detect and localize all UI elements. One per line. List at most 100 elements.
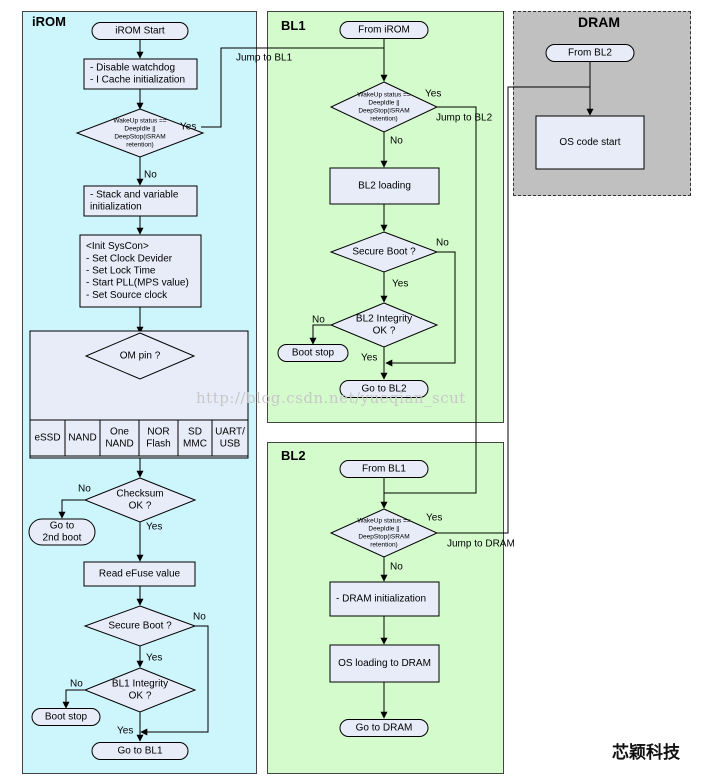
from-bl2-terminator: From BL2 — [545, 44, 635, 62]
bl2-wakeup-no-label: No — [390, 562, 403, 573]
bl2-wakeup-decision-text-line: retention) — [370, 541, 397, 548]
read-efuse-box-text: Read eFuse value — [99, 569, 181, 580]
from-bl2-terminator-text: From BL2 — [568, 48, 612, 59]
os-code-start-box-text: OS code start — [559, 137, 620, 148]
checksum-no-label: No — [78, 484, 91, 495]
init-syscon-box-line: - Set Lock Time — [86, 266, 156, 277]
bl1-secure-yes-label: Yes — [392, 279, 408, 290]
dram-init-box: - DRAM initialization — [329, 581, 440, 617]
boot-device-3-text: NOR Flash — [146, 426, 170, 449]
from-bl1-terminator: From BL1 — [339, 460, 429, 478]
bl1-wakeup-decision-text-line: DeepStop(iSRAM — [358, 107, 409, 114]
bl1-wakeup-no-label: No — [390, 136, 403, 147]
stack-init-box-line: - Stack and variable — [90, 189, 179, 200]
bl1-integrity-yes-label: Yes — [117, 726, 133, 737]
goto-bl2-terminator-text: Go to BL2 — [361, 384, 406, 395]
irom-boot-stop-terminator-text: Boot stop — [45, 712, 88, 723]
irom-lane-title: iROM — [32, 14, 66, 29]
boot-device-4-text-line: SD — [188, 426, 202, 437]
from-bl2-terminator-text-line: From BL2 — [568, 48, 612, 59]
boot-device-0-text-line: eSSD — [34, 433, 60, 444]
bl1-lane-title: BL1 — [281, 18, 306, 33]
bl2-loading-box: BL2 loading — [329, 167, 440, 205]
from-irom-terminator: From iROM — [339, 21, 429, 39]
bl1-wakeup-decision-text-line: DeepIdle || — [368, 100, 400, 107]
boot-device-5-text-line: USB — [220, 439, 241, 450]
irom-secure-boot-decision-text: Secure Boot ? — [108, 621, 172, 632]
bl1-integrity-decision-text-line: OK ? — [129, 691, 152, 702]
irom-start-terminator: iROM Start — [91, 22, 189, 40]
goto-bl1-terminator: Go to BL1 — [91, 742, 189, 760]
bl2-wakeup-yes-label: Yes — [426, 513, 442, 524]
os-loading-box: OS loading to DRAM — [329, 644, 440, 683]
goto-bl2-terminator: Go to BL2 — [339, 380, 429, 398]
edge-jump-dram — [437, 86, 590, 534]
os-loading-box-text: OS loading to DRAM — [338, 658, 431, 669]
bl2-loading-box-text: BL2 loading — [358, 181, 411, 192]
disable-watchdog-box: - Disable watchdog - I Cache initializati… — [83, 58, 198, 90]
irom-wakeup-no-label: No — [144, 170, 157, 181]
dram-init-box-line: - DRAM initialization — [336, 594, 426, 605]
bl2-integrity-decision: BL2 Integrity OK ? — [329, 302, 439, 348]
bl1-wakeup-decision: WakeUp status ==DeepIdle ||DeepStop(iSRA… — [329, 81, 439, 133]
init-syscon-box: <Init SysCon>- Set Clock Devider- Set Lo… — [79, 234, 202, 308]
read-efuse-box: Read eFuse value — [83, 561, 196, 587]
boot-device-1-text-line: NAND — [68, 433, 96, 444]
irom-wakeup-yes-label: Yes — [180, 122, 196, 133]
bl1-integrity-decision: BL1 Integrity OK ? — [83, 667, 197, 713]
irom-wakeup-decision-text-line: WakeUp status == — [113, 118, 166, 125]
bl1-boot-stop-terminator-text: Boot stop — [292, 348, 335, 359]
bl1-secure-boot-decision-text: Secure Boot ? — [352, 247, 416, 258]
dram-lane-title: DRAM — [578, 14, 620, 30]
init-syscon-box-line: - Set Clock Devider — [86, 253, 173, 264]
om-pin-decision-text: OM pin ? — [120, 351, 161, 362]
edge-bl1-secure-no — [385, 251, 456, 367]
bl1-boot-stop-terminator-text-line: Boot stop — [292, 348, 335, 359]
jump-to-dram-label: Jump to DRAM — [447, 539, 515, 550]
irom-wakeup-decision-text-line: retention) — [126, 141, 153, 148]
bl2-integrity-yes-label: Yes — [361, 353, 377, 364]
edge-jump-bl2 — [384, 106, 477, 494]
bl1-integrity-decision-text: BL1 Integrity OK ? — [112, 678, 168, 701]
bl1-wakeup-decision-text: WakeUp status ==DeepIdle ||DeepStop(iSRA… — [357, 92, 410, 123]
goto-2nd-boot-terminator-text-line: Go to — [50, 520, 75, 531]
bl2-integrity-decision-text-line: OK ? — [373, 326, 396, 337]
boot-device-3-text-line: NOR — [147, 426, 169, 437]
irom-wakeup-decision-text: WakeUp status ==DeepIdle ||DeepStop(iSRA… — [113, 118, 166, 149]
bl2-lane-title: BL2 — [281, 448, 306, 463]
boot-device-1-text: NAND — [68, 433, 96, 444]
bl1-integrity-decision-text-line: BL1 Integrity — [112, 678, 168, 689]
irom-wakeup-decision: WakeUp status ==DeepIdle ||DeepStop(iSRA… — [75, 108, 205, 158]
os-code-start-box-text-line: OS code start — [559, 137, 620, 148]
irom-secure-no-label: No — [193, 612, 206, 623]
bl2-wakeup-decision-text-line: DeepStop(iSRAM — [358, 533, 409, 540]
from-irom-terminator-text-line: From iROM — [358, 25, 410, 36]
checksum-yes-label: Yes — [146, 522, 162, 533]
stack-init-box-line: initialization — [90, 202, 142, 213]
bl2-loading-box-text-line: BL2 loading — [358, 181, 411, 192]
os-code-start-box: OS code start — [535, 115, 645, 170]
from-irom-terminator-text: From iROM — [358, 25, 410, 36]
read-efuse-box-text-line: Read eFuse value — [99, 569, 181, 580]
goto-dram-terminator-text-line: Go to DRAM — [356, 723, 413, 734]
from-bl1-terminator-text-line: From BL1 — [362, 464, 406, 475]
boot-device-3-text-line: Flash — [146, 439, 170, 450]
bl2-integrity-decision-text-line: BL2 Integrity — [356, 313, 412, 324]
bl2-wakeup-decision-text-line: DeepIdle || — [368, 526, 400, 533]
brand-logo-text: 芯颖科技 — [612, 743, 680, 763]
bl2-wakeup-decision: WakeUp status ==DeepIdle ||DeepStop(iSRA… — [329, 508, 439, 558]
om-pin-decision-text-line: OM pin ? — [120, 351, 161, 362]
bl1-wakeup-decision-text-line: retention) — [370, 115, 397, 122]
boot-device-3: NOR Flash — [138, 419, 179, 457]
irom-start-terminator-text-line: iROM Start — [115, 26, 165, 37]
bl1-boot-stop-terminator: Boot stop — [277, 344, 349, 362]
disable-watchdog-box-line: - I Cache initialization — [90, 75, 185, 86]
disable-watchdog-box-line: - Disable watchdog — [90, 62, 175, 73]
irom-wakeup-decision-text-line: DeepIdle || — [124, 126, 156, 133]
watermark: http://blog.csdn.net/yueqian_scut — [196, 389, 466, 407]
